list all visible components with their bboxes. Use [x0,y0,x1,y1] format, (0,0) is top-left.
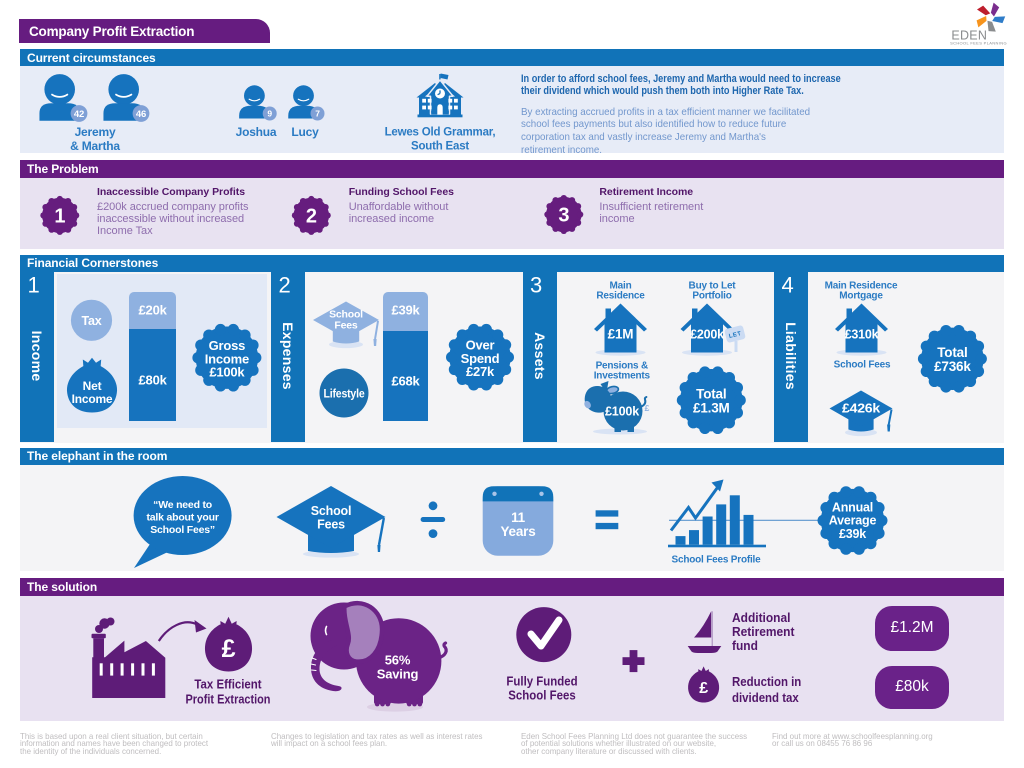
svg-text:EDEN: EDEN [951,28,987,42]
svg-text:SCHOOL FEES PLANNING: SCHOOL FEES PLANNING [950,40,1007,45]
